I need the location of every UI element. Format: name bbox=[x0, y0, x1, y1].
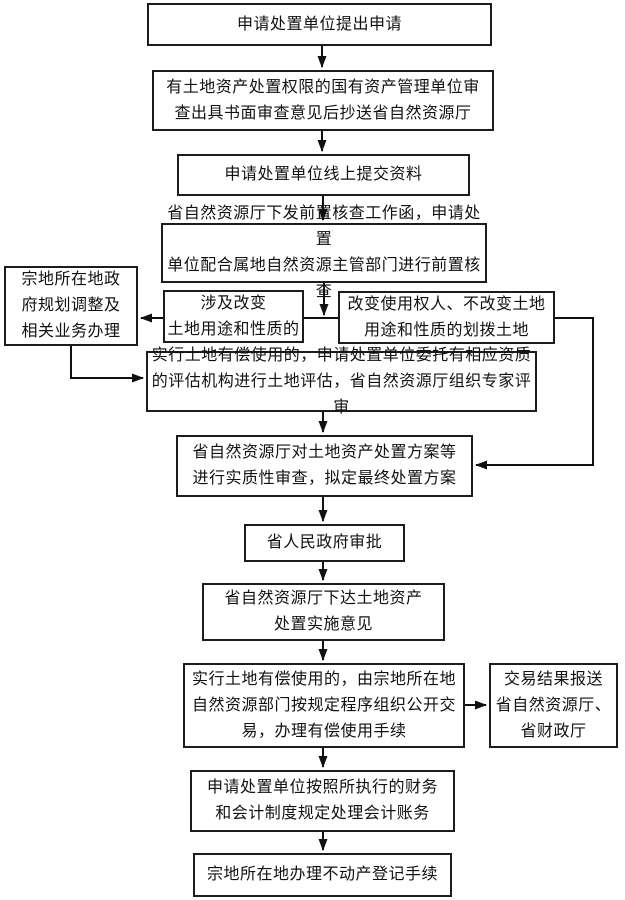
node-precheck-label: 省自然资源厅下发前置核查工作函，申请处置 单位配合属地自然资源主管部门进行前置核… bbox=[167, 205, 481, 300]
node-gov-left: 宗地所在地政 府规划调整及 相关业务办理 bbox=[4, 266, 138, 346]
node-registration-label: 宗地所在地办理不动产登记手续 bbox=[206, 866, 438, 883]
node-substantive-label: 省自然资源厅对土地资产处置方案等 进行实质性审查，拟定最终处置方案 bbox=[192, 444, 457, 487]
node-evaluation: 实行土地有偿使用的，申请处置单位委托有相应资质 的评估机构进行土地评估，省自然资… bbox=[146, 347, 537, 416]
node-registration: 宗地所在地办理不动产登记手续 bbox=[193, 853, 452, 897]
node-evaluation-label: 实行土地有偿使用的，申请处置单位委托有相应资质 的评估机构进行土地评估，省自然资… bbox=[151, 346, 532, 416]
node-approval: 省人民政府审批 bbox=[244, 524, 405, 562]
connector-nochange-substantive bbox=[475, 317, 594, 470]
node-report-label: 交易结果报送 省自然资源厅、 省财政厅 bbox=[495, 670, 612, 740]
node-review: 有土地资产处置权限的国有资产管理单位审 查出具书面审查意见后抄送省自然资源厅 bbox=[152, 70, 494, 131]
node-no-change-label: 改变使用权人、不改变土地 用途和性质的划拨土地 bbox=[347, 295, 546, 339]
connector-govleft-evaluation bbox=[70, 346, 144, 383]
node-apply: 申请处置单位提出申请 bbox=[147, 3, 492, 46]
node-issue: 省自然资源厅下达土地资产 处置实施意见 bbox=[202, 583, 445, 641]
node-issue-label: 省自然资源厅下达土地资产 处置实施意见 bbox=[224, 590, 423, 633]
node-gov-left-label: 宗地所在地政 府规划调整及 相关业务办理 bbox=[21, 271, 121, 340]
node-precheck: 省自然资源厅下发前置核查工作函，申请处置 单位配合属地自然资源主管部门进行前置核… bbox=[161, 205, 487, 300]
node-no-change: 改变使用权人、不改变土地 用途和性质的划拨土地 bbox=[338, 291, 555, 344]
node-accounting-label: 申请处置单位按照所执行的财务 和会计制度规定处理会计账务 bbox=[206, 779, 438, 822]
node-change-use-label: 涉及改变 土地用途和性质的 bbox=[167, 294, 300, 338]
node-approval-label: 省人民政府审批 bbox=[266, 534, 383, 551]
node-apply-label: 申请处置单位提出申请 bbox=[236, 15, 402, 33]
node-trade-label: 实行土地有偿使用的，由宗地所在地 自然资源部门按规定程序组织公开交 易，办理有偿… bbox=[191, 670, 456, 740]
node-trade: 实行土地有偿使用的，由宗地所在地 自然资源部门按规定程序组织公开交 易，办理有偿… bbox=[183, 663, 465, 748]
node-change-use: 涉及改变 土地用途和性质的 bbox=[163, 290, 304, 343]
node-submit-label: 申请处置单位线上提交资料 bbox=[224, 166, 423, 183]
node-accounting: 申请处置单位按照所执行的财务 和会计制度规定处理会计账务 bbox=[190, 770, 455, 832]
node-substantive: 省自然资源厅对土地资产处置方案等 进行实质性审查，拟定最终处置方案 bbox=[176, 435, 473, 497]
node-review-label: 有土地资产处置权限的国有资产管理单位审 查出具书面审查意见后抄送省自然资源厅 bbox=[166, 78, 480, 122]
node-report: 交易结果报送 省自然资源厅、 省财政厅 bbox=[489, 663, 618, 748]
node-submit: 申请处置单位线上提交资料 bbox=[177, 154, 470, 196]
